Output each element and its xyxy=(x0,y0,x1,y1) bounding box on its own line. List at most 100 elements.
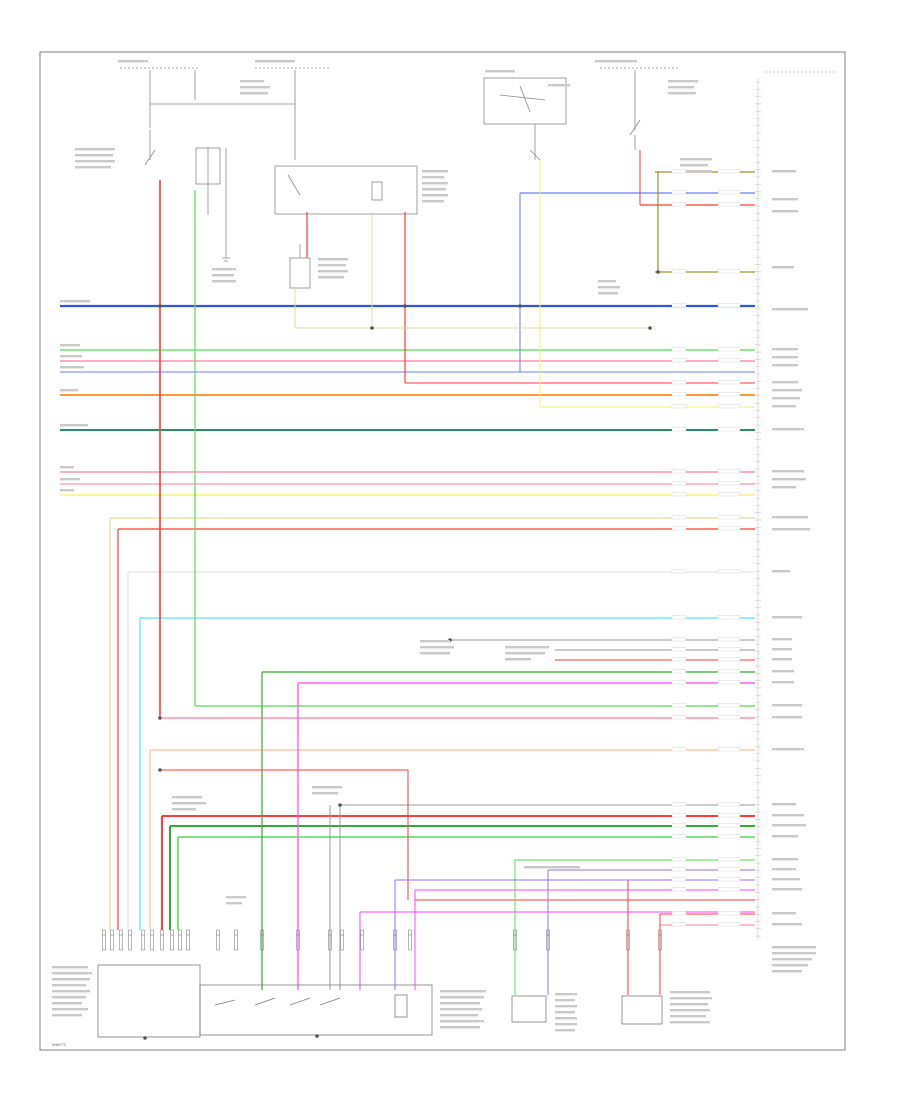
wire-code-tag xyxy=(671,857,687,862)
splice-dot xyxy=(656,270,660,274)
wire-color-tag xyxy=(717,380,741,385)
wire-color-tag xyxy=(717,190,741,195)
label-block xyxy=(312,786,342,789)
transmission-range-sensor xyxy=(97,964,201,1038)
wire-code-tag xyxy=(671,657,687,662)
label-block xyxy=(772,912,796,915)
label-block xyxy=(772,858,798,861)
splice-dot xyxy=(403,304,407,308)
label-block xyxy=(772,878,800,881)
wire-color-tag xyxy=(717,347,741,352)
wire-color-tag xyxy=(717,202,741,207)
label-block xyxy=(772,952,816,955)
wire-color-tag xyxy=(717,715,741,720)
label-block xyxy=(670,1003,708,1006)
splice-dot xyxy=(338,803,342,807)
wire-code-tag xyxy=(671,615,687,620)
wire-color-tag xyxy=(717,887,741,892)
splice-dots xyxy=(158,270,660,807)
wire-code-tag xyxy=(671,637,687,642)
wire-code-tag xyxy=(671,669,687,674)
label-block xyxy=(772,428,804,431)
connector-stub xyxy=(150,929,154,951)
label-block xyxy=(772,381,798,384)
connector-stub xyxy=(110,929,114,951)
wire-color-tag xyxy=(717,911,741,916)
label-block xyxy=(75,154,113,157)
label-block xyxy=(318,264,346,267)
wire-color-tag xyxy=(717,669,741,674)
transmission-solenoid-pack xyxy=(199,984,433,1036)
label-block xyxy=(420,646,454,649)
label-block xyxy=(772,658,792,661)
label-block xyxy=(318,258,348,261)
label-block xyxy=(772,170,796,173)
label-block xyxy=(226,896,246,899)
label-block xyxy=(668,86,694,89)
label-block xyxy=(772,478,806,481)
wire-code-tag xyxy=(671,802,687,807)
label-block xyxy=(440,990,486,993)
label-block xyxy=(422,176,444,179)
label-block xyxy=(670,1021,710,1024)
label-block xyxy=(772,405,796,408)
label-block xyxy=(52,996,86,999)
wire-color-tag xyxy=(717,647,741,652)
label-blocks xyxy=(52,60,816,1032)
label-block xyxy=(226,902,242,905)
wire-code-tag xyxy=(671,680,687,685)
wire-code-tag xyxy=(671,877,687,882)
label-block xyxy=(60,489,74,492)
wire-code-tag xyxy=(671,515,687,520)
label-block xyxy=(772,210,798,213)
wire-code-tag xyxy=(671,922,687,927)
label-block xyxy=(555,1011,575,1014)
connector-stub xyxy=(393,929,397,951)
label-block xyxy=(118,60,148,63)
label-block xyxy=(60,344,80,347)
wire-code-tag xyxy=(671,911,687,916)
label-block xyxy=(60,478,80,481)
label-block xyxy=(772,814,804,817)
label-block xyxy=(555,1005,577,1008)
label-block xyxy=(598,280,616,283)
label-block xyxy=(52,990,90,993)
label-block xyxy=(670,1015,706,1018)
label-block xyxy=(52,978,90,981)
label-block xyxy=(255,60,295,63)
label-block xyxy=(772,670,794,673)
connector-stub xyxy=(119,929,123,951)
wire-code-tag xyxy=(671,569,687,574)
label-block xyxy=(75,166,111,169)
label-block xyxy=(772,266,794,269)
connector-stub xyxy=(216,929,220,951)
wire-color-tag xyxy=(717,813,741,818)
label-block xyxy=(60,424,88,427)
wire-code-tag xyxy=(671,202,687,207)
label-block xyxy=(75,148,115,151)
wire-code-tag xyxy=(671,703,687,708)
label-block xyxy=(772,704,802,707)
label-block xyxy=(240,92,268,95)
label-block xyxy=(772,835,798,838)
label-block xyxy=(524,866,580,869)
wire-code-tag xyxy=(671,347,687,352)
label-block xyxy=(772,946,816,949)
connector-stub xyxy=(234,929,238,951)
label-block xyxy=(172,796,202,799)
wire-color-tag xyxy=(717,404,741,409)
wire-color-tag xyxy=(717,834,741,839)
label-block xyxy=(52,972,92,975)
label-block xyxy=(555,1023,577,1026)
label-block xyxy=(680,164,708,167)
label-block xyxy=(595,60,637,63)
diagram-frame xyxy=(39,51,846,1051)
label-block xyxy=(422,170,448,173)
label-block xyxy=(772,616,802,619)
wire-color-tag xyxy=(717,569,741,574)
label-block xyxy=(668,80,698,83)
top-mid-switch xyxy=(483,67,680,161)
turbine-speed-sensor xyxy=(621,995,663,1025)
wire-code-tag xyxy=(671,813,687,818)
wire-color-tag xyxy=(717,303,741,308)
